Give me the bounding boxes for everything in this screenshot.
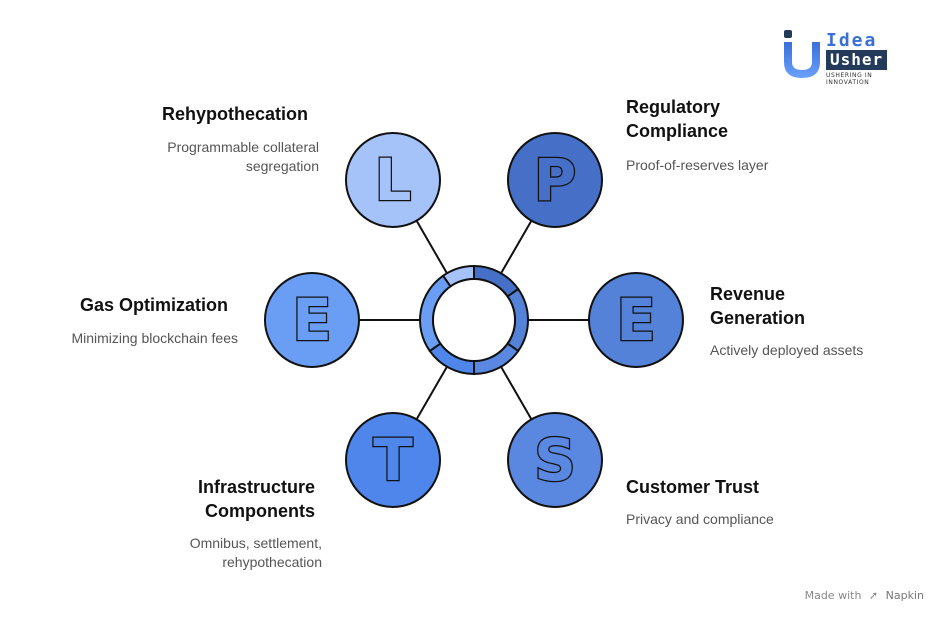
title-regulatory-compliance: Regulatory Compliance bbox=[626, 97, 729, 141]
footer-brand: Napkin bbox=[885, 589, 924, 602]
desc-gas-optimization: Minimizing blockchain fees bbox=[71, 330, 238, 346]
node-p: P bbox=[507, 132, 603, 228]
desc-customer-trust: Privacy and compliance bbox=[626, 511, 774, 527]
node-letter-s: S bbox=[534, 426, 576, 494]
node-letter-t: T bbox=[373, 426, 413, 494]
hub-center bbox=[432, 278, 516, 362]
desc-regulatory-compliance: Proof-of-reserves layer bbox=[626, 157, 769, 173]
title-gas-optimization: Gas Optimization bbox=[79, 295, 228, 315]
logo-tagline: USHERING IN INNOVATION bbox=[826, 72, 873, 86]
node-t: T bbox=[345, 412, 441, 508]
desc-infrastructure-components: Omnibus, settlement, rehypothecation bbox=[189, 535, 322, 570]
node-circle-s bbox=[507, 412, 603, 508]
node-s: S bbox=[507, 412, 603, 508]
node-circle-t bbox=[345, 412, 441, 508]
node-circle-e-left bbox=[264, 272, 360, 368]
node-circle-p bbox=[507, 132, 603, 228]
logo-line2: Usher bbox=[826, 50, 888, 70]
node-e-right: E bbox=[588, 272, 684, 368]
node-l: L bbox=[345, 132, 441, 228]
napkin-icon: ➚ bbox=[868, 589, 879, 602]
desc-revenue-generation: Actively deployed assets bbox=[710, 342, 864, 358]
title-customer-trust: Customer Trust bbox=[626, 477, 760, 497]
node-e-left: E bbox=[264, 272, 360, 368]
title-rehypothecation: Rehypothecation bbox=[161, 104, 308, 124]
connector-t bbox=[415, 366, 448, 420]
idea-usher-logo: Idea Usher USHERING IN INNOVATION bbox=[782, 28, 912, 86]
logo-u-icon bbox=[784, 30, 820, 78]
made-with-napkin: Made with ➚ Napkin bbox=[805, 589, 924, 602]
node-letter-e-right: E bbox=[616, 286, 656, 354]
node-circle-e-right bbox=[588, 272, 684, 368]
connector-p bbox=[500, 220, 533, 274]
node-letter-l: L bbox=[375, 146, 412, 214]
title-infrastructure-components: Infrastructure Components bbox=[197, 477, 315, 521]
node-letter-e-left: E bbox=[292, 286, 332, 354]
logo-line1: Idea bbox=[826, 30, 878, 51]
connector-s bbox=[500, 366, 533, 420]
title-revenue-generation: Revenue Generation bbox=[710, 284, 806, 328]
footer-made-with: Made with bbox=[804, 589, 862, 602]
desc-rehypothecation: Programmable collateral segregation bbox=[167, 139, 319, 174]
connector-l bbox=[415, 220, 448, 274]
node-circle-l bbox=[345, 132, 441, 228]
node-letter-p: P bbox=[534, 146, 577, 214]
